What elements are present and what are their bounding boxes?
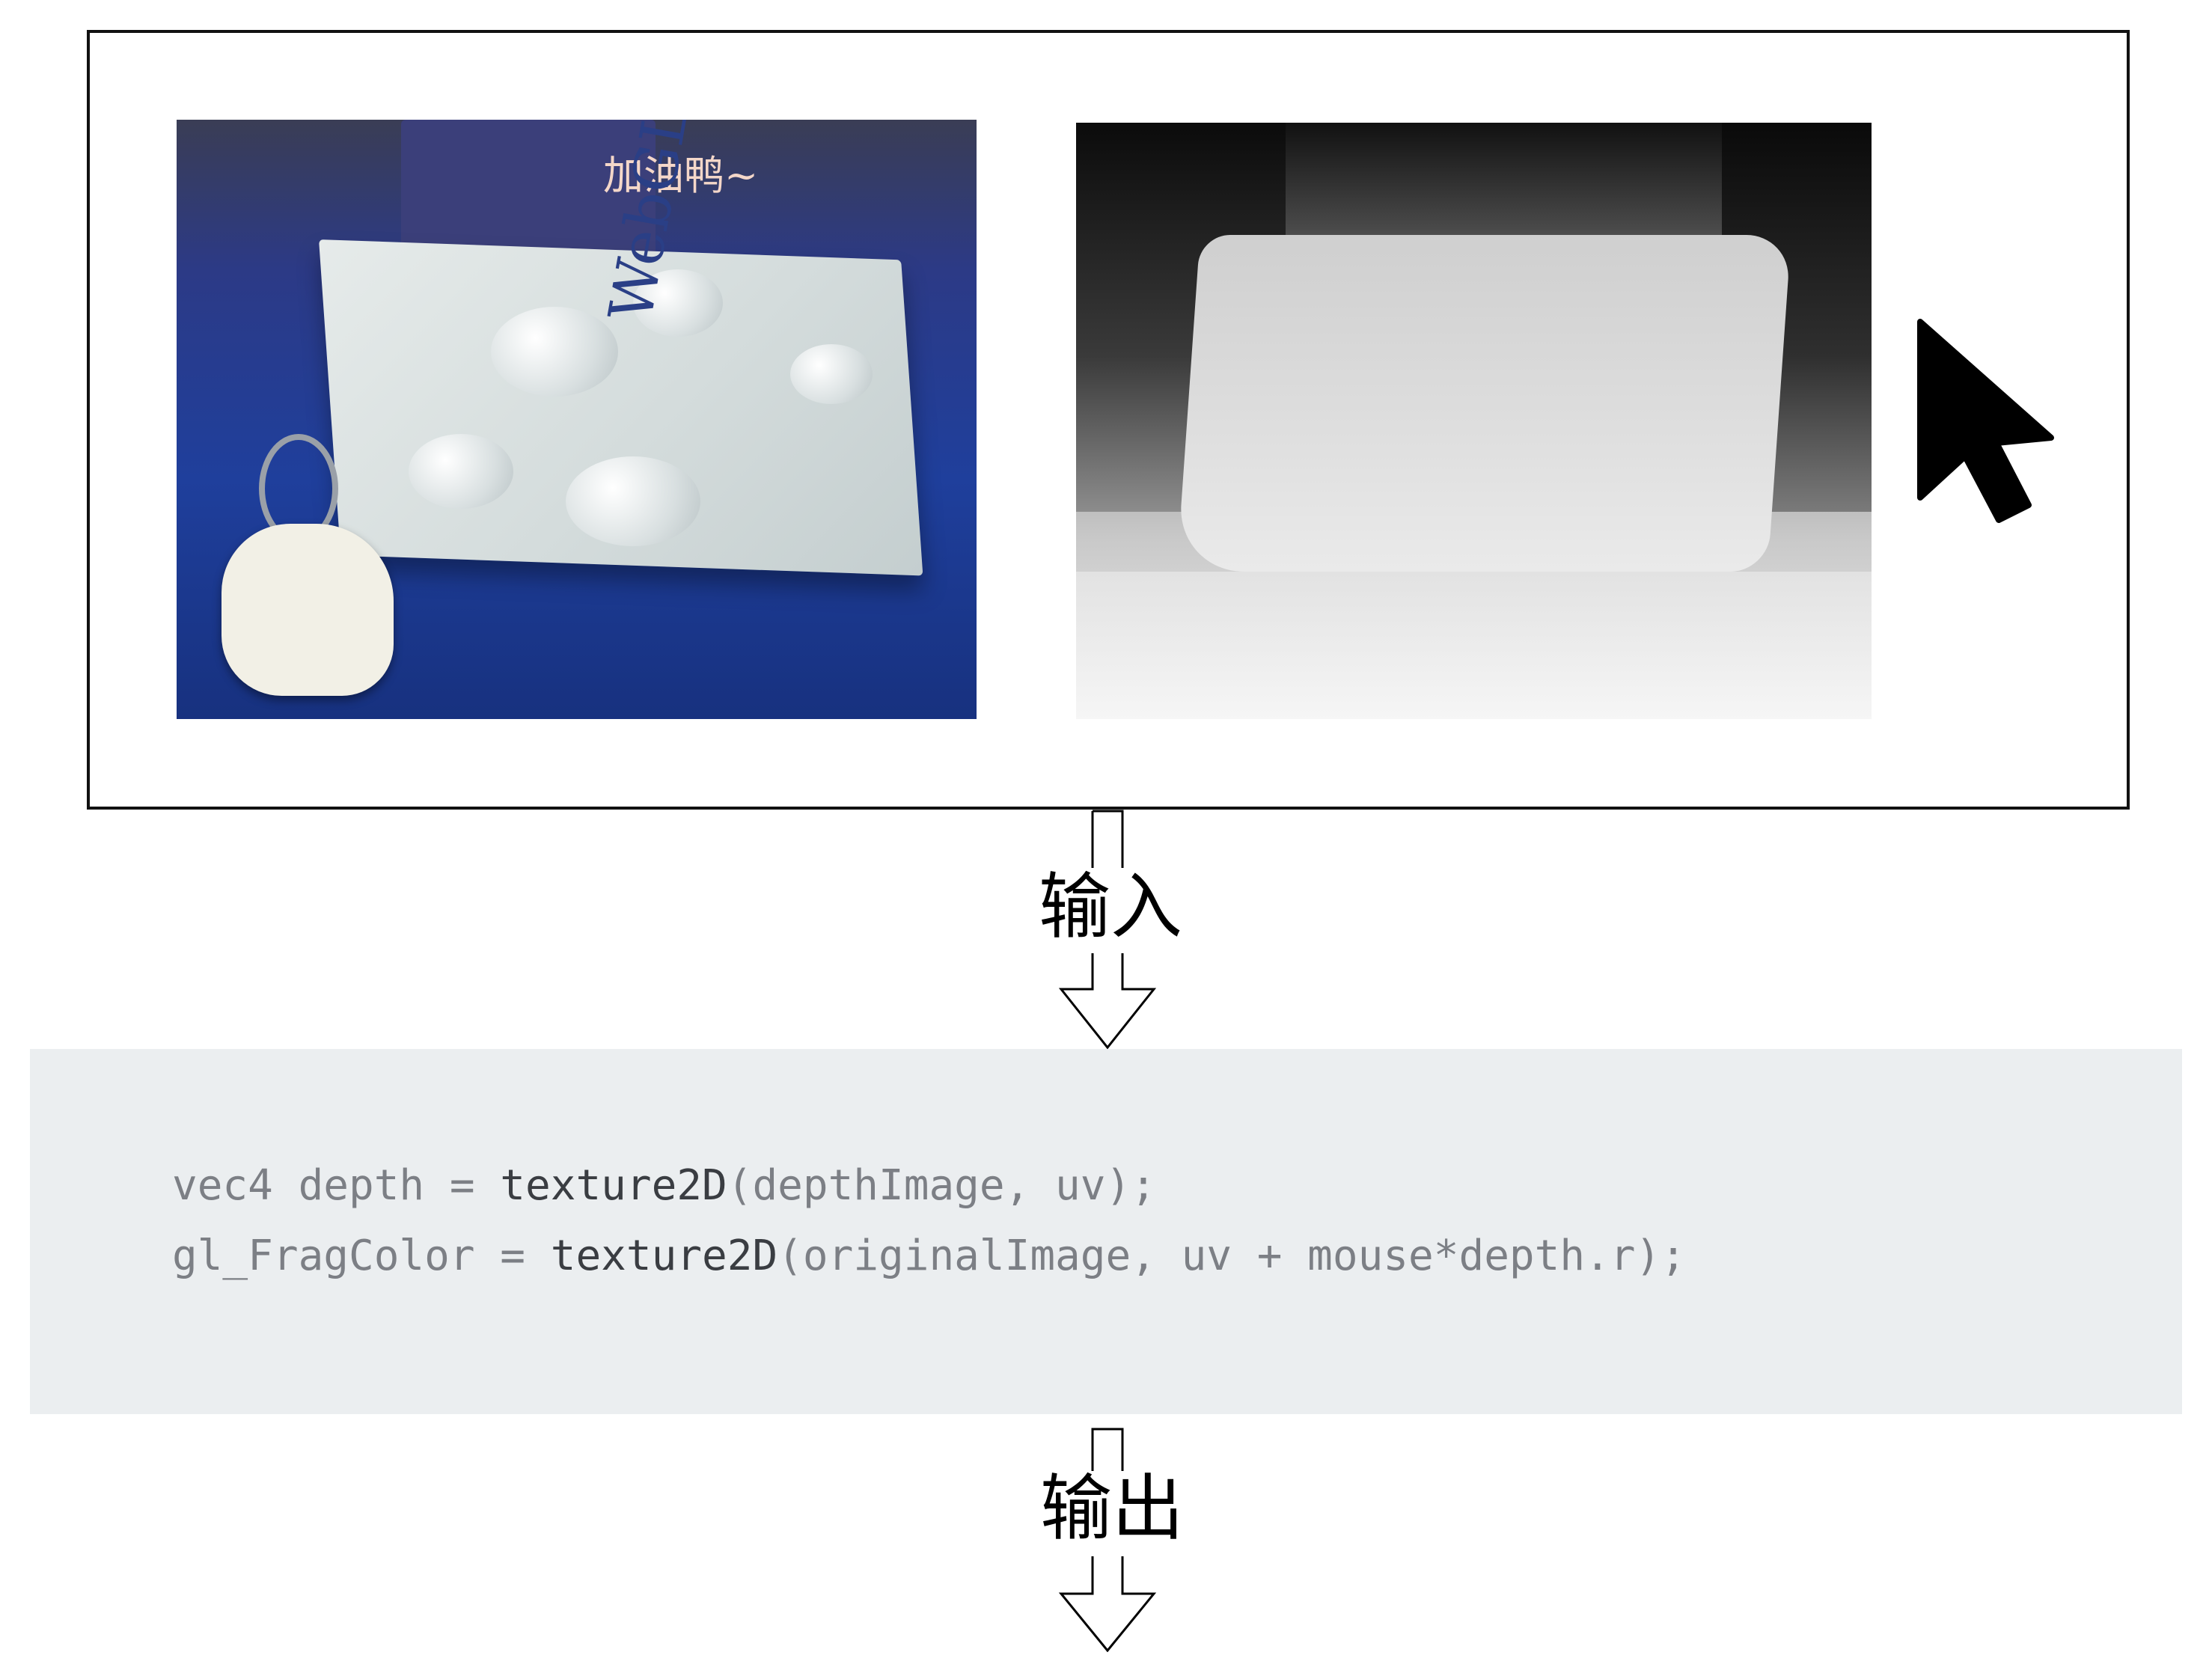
code-line-1: vec4 depth = texture2D(depthImage, uv); (172, 1161, 1156, 1210)
book-bubble (491, 307, 618, 397)
code-panel: vec4 depth = texture2D(depthImage, uv); … (30, 1049, 2182, 1414)
book-bubble (633, 269, 723, 337)
input-arrow-icon (1058, 810, 1157, 1049)
code-line-2-prefix: gl_FragColor = (172, 1232, 551, 1280)
code-line-2-function: texture2D (550, 1232, 778, 1280)
code-line-2-suffix: (originalImage, uv + mouse*depth.r); (777, 1232, 1686, 1280)
book-bubble (790, 344, 873, 404)
input-label: 输入 (1039, 865, 1182, 949)
book-bubble (409, 434, 513, 509)
depth-image (1076, 123, 1872, 719)
depth-base (1076, 572, 1872, 719)
code-line-1-function: texture2D (500, 1161, 727, 1210)
code-line-1-suffix: (depthImage, uv); (727, 1161, 1156, 1210)
stand-text: 加油鸭~ (603, 152, 759, 199)
code-line-2: gl_FragColor = texture2D(originalImage, … (172, 1232, 1686, 1280)
keychain (221, 524, 394, 696)
depth-book-shape (1176, 235, 1791, 572)
output-arrow-icon (1058, 1428, 1157, 1652)
book-bubble (566, 456, 700, 546)
code-line-1-prefix: vec4 depth = (172, 1161, 501, 1210)
mouse-pointer-icon (1917, 319, 2054, 523)
output-label: 输出 (1040, 1467, 1184, 1550)
original-image: 加油鸭~ WebGL (177, 120, 977, 719)
